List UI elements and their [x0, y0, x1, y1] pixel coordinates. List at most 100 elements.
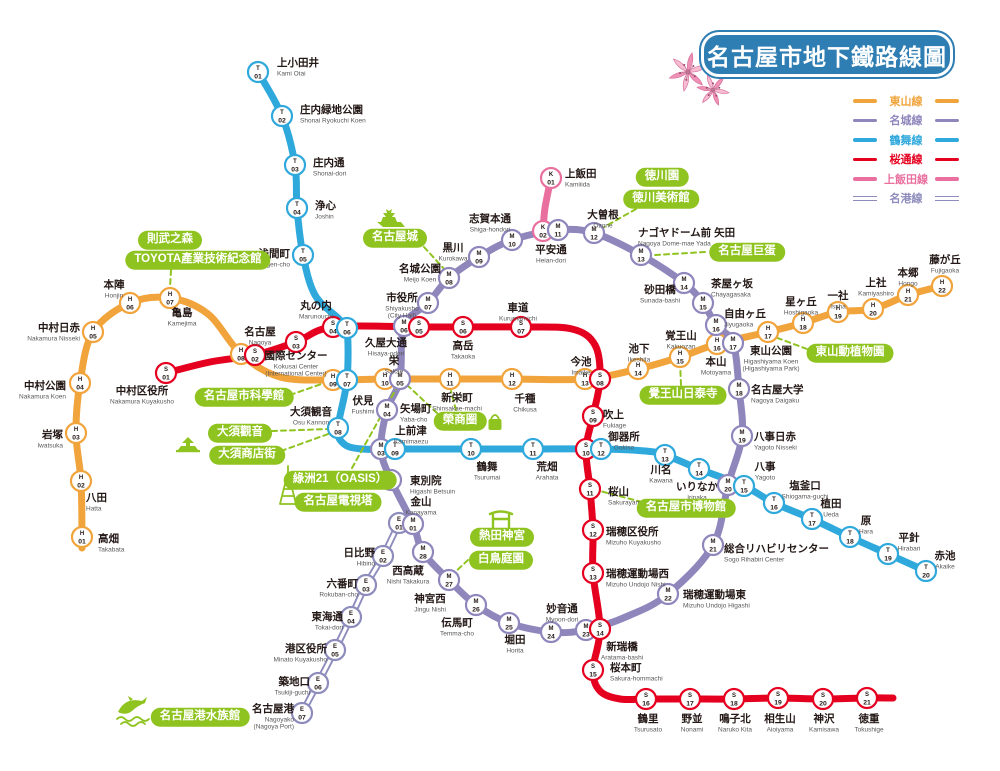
station-code-number: 13 [589, 575, 597, 582]
station-romaji: Marunouchi [299, 314, 333, 321]
station-name: 上飯田 [565, 167, 597, 180]
station-name: 平安通 [535, 243, 567, 256]
station-marker-S03 [284, 330, 308, 354]
station-name: 西高蔵 [392, 564, 424, 577]
station-code-number: 18 [730, 701, 738, 708]
legend-item: 名城線 [850, 111, 962, 131]
castle-icon [377, 209, 405, 227]
station-romaji: Shiogama-guchi [782, 494, 829, 501]
station-code-number: 16 [770, 505, 778, 512]
station-code-number: 11 [446, 381, 453, 388]
station-romaji: Sakura-hommachi [610, 676, 663, 683]
station-name: 八事 [754, 460, 776, 473]
station-romaji: Tokai-dori [315, 625, 343, 632]
map-title: 名古屋市地下鐵路線圖 [699, 30, 955, 79]
station-code-letter: T [599, 443, 603, 449]
station-marker-M17 [721, 331, 745, 355]
station-code-number: 23 [582, 632, 590, 639]
station-code-letter: M [447, 574, 452, 580]
station-code-letter: H [239, 348, 243, 354]
station-romaji: Akaike [935, 564, 955, 571]
station-code-number: 19 [774, 700, 782, 707]
station-code-number: 12 [590, 235, 598, 242]
station-romaji: Kamiyashiro [858, 291, 894, 298]
station-marker-S20 [811, 687, 835, 711]
station-marker-S08 [588, 367, 612, 391]
legend-item: 名港線 [850, 189, 962, 209]
station-code-letter: H [91, 326, 95, 332]
station-code-letter: M [426, 297, 431, 303]
station-romaji: Iwatsuka [37, 443, 63, 450]
station-marker-M11 [546, 218, 570, 242]
station-code-letter: M [421, 546, 426, 552]
poi-badge: 名古屋市博物館 [636, 498, 736, 518]
station-name: 本陣 [104, 278, 125, 291]
station-code-number: 19 [884, 556, 892, 563]
station-code-number: 05 [299, 257, 307, 264]
station-code-number: 10 [381, 381, 389, 388]
station-marker-M13 [629, 243, 653, 267]
station-romaji: Ikeshita [628, 357, 651, 364]
station-name: 矢場町 [400, 402, 432, 415]
station-name: 千種 [515, 392, 536, 405]
poi-badge: 大須商店街 [209, 445, 285, 465]
station-code-number: 25 [505, 625, 513, 632]
station-code-letter: H [836, 306, 840, 312]
station-name: 植田 [820, 497, 842, 510]
station-marker-T12 [589, 437, 613, 461]
station-code-number: 13 [661, 457, 669, 464]
poi-badge: 徳川園 [635, 167, 689, 187]
station-code-number: 06 [459, 329, 467, 336]
dolphin-icon [116, 696, 150, 727]
station-marker-H05 [81, 320, 105, 344]
station-code-letter: S [591, 664, 595, 670]
station-marker-M08 [437, 266, 461, 290]
station-code-letter: H [906, 289, 910, 295]
station-name: 一社 [828, 289, 849, 302]
station-code-letter: T [810, 513, 814, 519]
station-code-number: 02 [379, 558, 387, 565]
station-code-number: 01 [547, 180, 555, 187]
station-code-letter: M [411, 518, 416, 524]
station-romaji: Fushimi [352, 409, 375, 416]
station-name: 上前津 [395, 424, 427, 437]
station-marker-M16 [704, 313, 728, 337]
station-marker-H11 [438, 367, 462, 391]
station-code-number: 21 [709, 547, 717, 554]
station-romaji: Nagoyako [265, 717, 295, 724]
station-romaji: Hirabari [898, 546, 921, 553]
station-romaji: Chikusa [513, 407, 537, 414]
station-code-letter: M [447, 272, 452, 278]
station-code-number: 05 [396, 381, 404, 388]
station-code-letter: M [714, 319, 719, 325]
station-marker-T11 [521, 437, 545, 461]
station-name: 伏見 [353, 394, 374, 407]
station-marker-M10 [500, 228, 524, 252]
station-code-number: 08 [334, 430, 342, 437]
station-name: 上社 [866, 276, 887, 289]
station-name: 覚王山 [665, 329, 697, 342]
legend-line-name: 名城線 [889, 115, 923, 128]
legend-line-sample [935, 177, 959, 181]
station-name: 志賀本通 [469, 212, 511, 225]
station-name: 桜山 [608, 485, 629, 498]
station-code-number: 01 [254, 74, 262, 81]
station-marker-T13 [653, 443, 677, 467]
poi-badge: 名古屋城 [363, 228, 427, 248]
poi-badge: 名古屋巨蛋 [709, 242, 785, 262]
station-code-number: 05 [331, 652, 339, 659]
